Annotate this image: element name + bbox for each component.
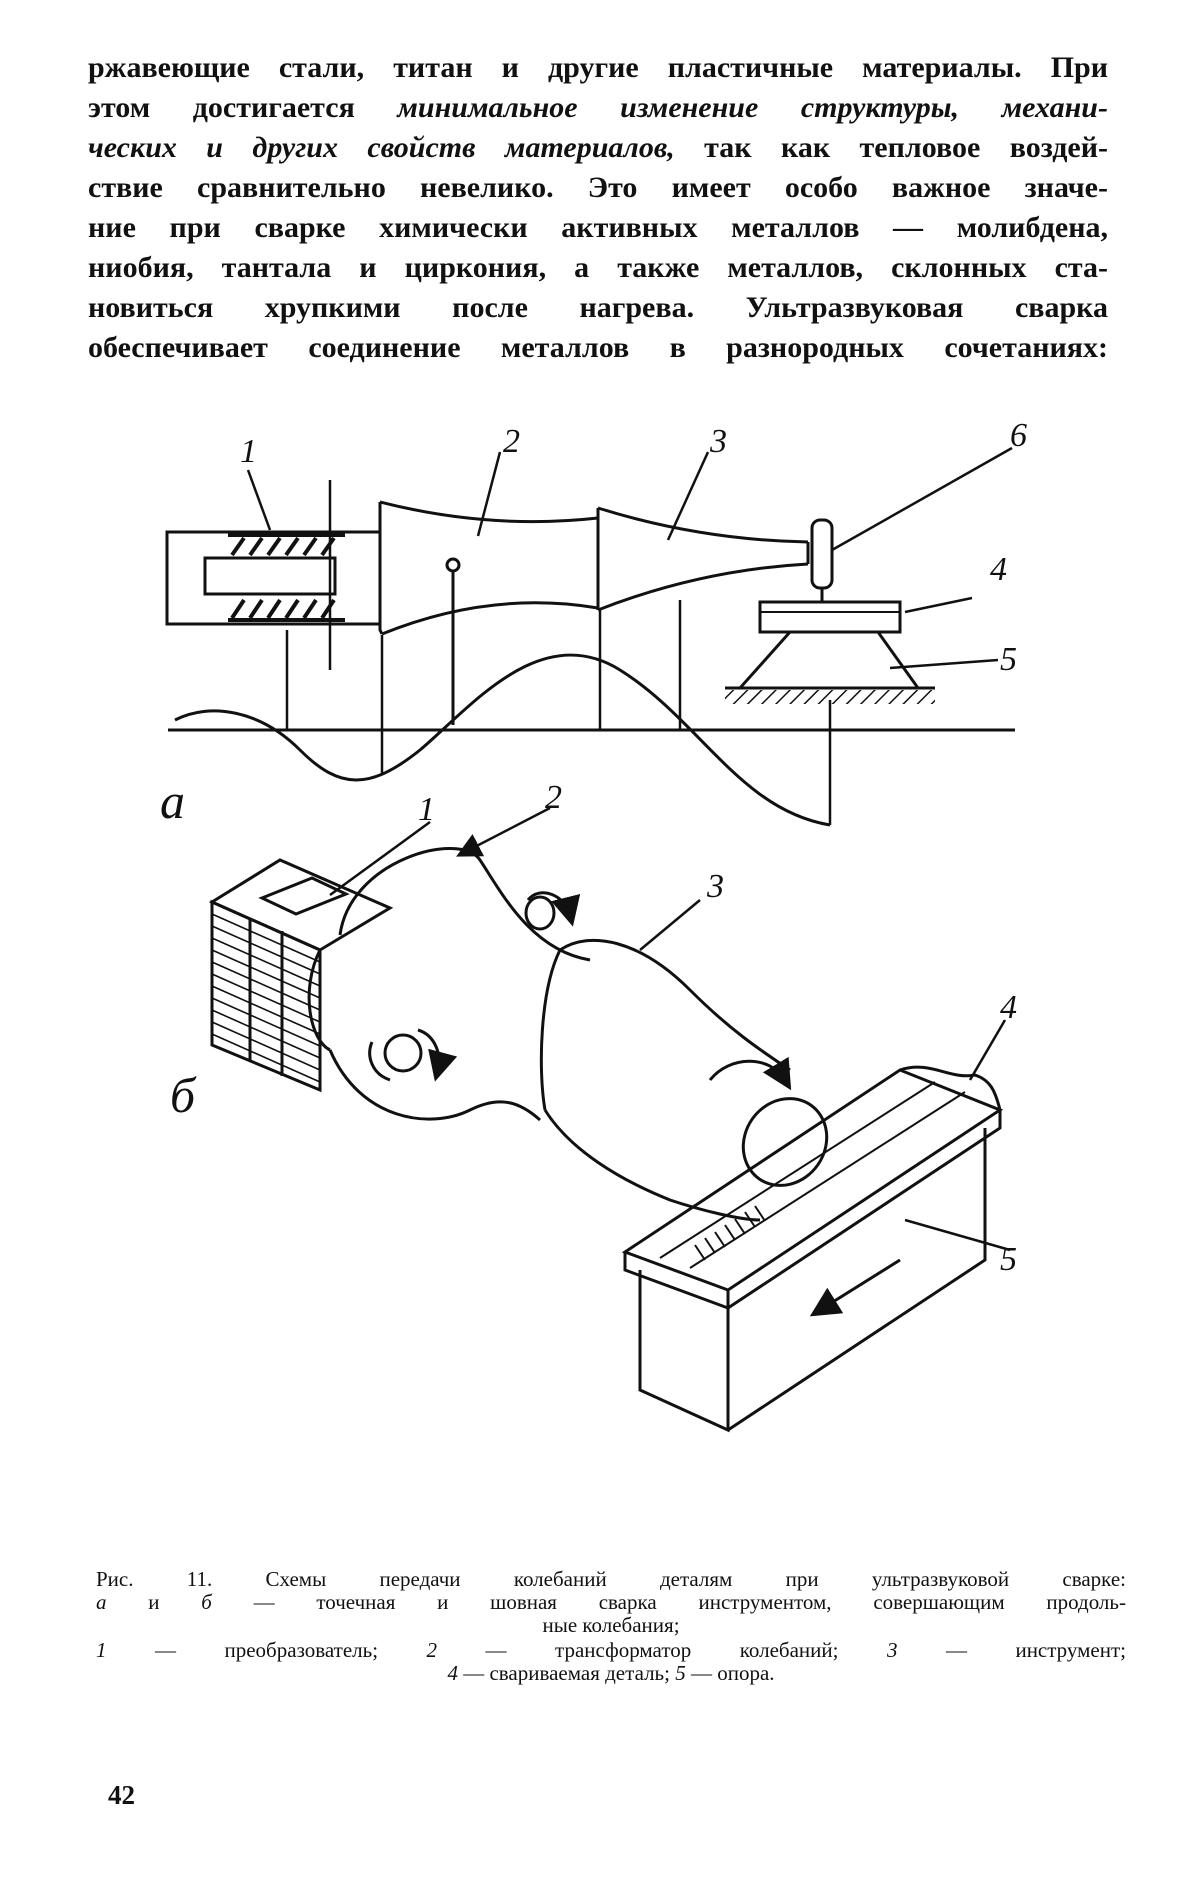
label-a-4: 4 [990, 551, 1007, 588]
caption-n2: 2 [427, 1638, 438, 1662]
tool-upper [560, 940, 790, 1070]
panel-a-letter: а [160, 773, 185, 829]
caption-line-2: а и б — точечная и шовная сварка инструм… [96, 1591, 1126, 1614]
panel-b-letter: б [170, 1067, 197, 1123]
body-line-8: обеспечивает соединение металлов в разно… [88, 328, 1108, 368]
panel-a-diagram [167, 448, 1015, 825]
body-line-1: ржавеющие стали, титан и другие пластичн… [88, 48, 1108, 88]
label-b-3: 3 [706, 868, 724, 905]
caption-t3: — инструмент; [897, 1638, 1126, 1662]
converter-core [205, 558, 335, 594]
panel-b-labels: 1 2 3 4 5 б [170, 779, 1017, 1278]
label-b-1: 1 [418, 791, 435, 828]
label-a-2: 2 [503, 423, 520, 460]
caption-line-5: 4 — свариваемая деталь; 5 — опора. [96, 1662, 1126, 1685]
caption-n1: 1 [96, 1638, 107, 1662]
caption-line-3: ные колебания; [96, 1614, 1126, 1637]
caption-n5: 5 [675, 1661, 686, 1685]
body-line-3-italic: ческих и других свойств материалов, [88, 131, 675, 164]
label-b-5: 5 [1000, 1241, 1017, 1278]
body-line-2-start: этом достигается [88, 91, 397, 124]
body-line-2: этом достигается минимальное изменение с… [88, 88, 1108, 128]
converter-block-front [212, 902, 320, 1090]
caption-n4: 4 [447, 1661, 458, 1685]
label-a-5: 5 [1000, 641, 1017, 678]
body-line-2-italic: минимальное изменение структуры, механи- [397, 91, 1108, 124]
body-line-5: ние при сварке химически активных металл… [88, 208, 1108, 248]
roller-tip [726, 1082, 843, 1202]
caption-line-4: 1 — преобразователь; 2 — трансформатор к… [96, 1639, 1126, 1662]
caption-a: а [96, 1590, 107, 1614]
label-a-6: 6 [1010, 417, 1027, 454]
converter-winding-hatch [228, 535, 345, 620]
body-line-7: новиться хрупкими после нагрева. Ультраз… [88, 288, 1108, 328]
page-number: 42 [108, 1780, 135, 1811]
figure-caption: Рис. 11. Схемы передачи колебаний деталя… [96, 1568, 1126, 1685]
caption-t1: — преобразователь; [107, 1638, 427, 1662]
workpiece-a [760, 602, 900, 632]
caption-line-1: Рис. 11. Схемы передачи колебаний деталя… [96, 1568, 1126, 1591]
figure-drawing: 1 2 3 6 4 5 а [0, 390, 1200, 1560]
caption-b: б [201, 1590, 212, 1614]
panel-b-diagram [212, 808, 1010, 1430]
caption-t4: — свариваемая деталь; [458, 1661, 675, 1685]
label-b-4: 4 [1000, 989, 1017, 1026]
tool-tip [812, 520, 832, 588]
caption-t2: — трансформатор колебаний; [437, 1638, 887, 1662]
caption-n3: 3 [887, 1638, 898, 1662]
label-a-1: 1 [240, 433, 257, 470]
body-line-6: ниобия, тантала и циркония, а также мета… [88, 248, 1108, 288]
body-line-3: ческих и других свойств материалов, так … [88, 128, 1108, 168]
tool-lower [545, 1110, 760, 1220]
lamination-lines [212, 914, 320, 1082]
caption-and: и [107, 1590, 202, 1614]
horn-lower [330, 1050, 540, 1120]
caption-t5: — опора. [686, 1661, 775, 1685]
body-paragraph: ржавеющие стали, титан и другие пластичн… [88, 48, 1108, 368]
caption-line-2-rest: — точечная и шовная сварка инструментом,… [212, 1590, 1126, 1614]
body-line-4: ствие сравнительно невелико. Это имеет о… [88, 168, 1108, 208]
body-line-3-end: так как тепловое воздей- [675, 131, 1108, 164]
figure-11: 1 2 3 6 4 5 а [0, 390, 1200, 1560]
label-b-2: 2 [545, 779, 562, 816]
converter-block-top [212, 860, 390, 950]
support-front [640, 1270, 728, 1430]
workpiece-top [625, 1070, 1000, 1290]
label-a-3: 3 [709, 423, 727, 460]
